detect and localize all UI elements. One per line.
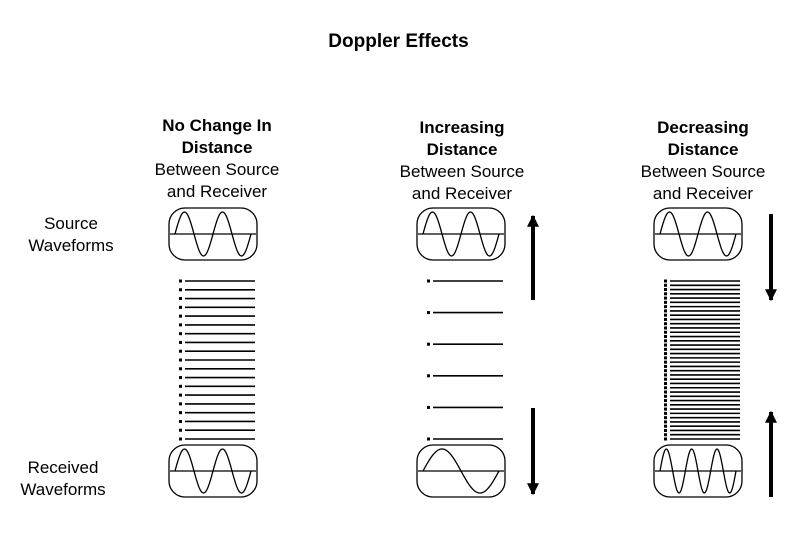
wavefront-wavefront-dot bbox=[664, 317, 667, 321]
wavefront-wavefront-dot bbox=[664, 360, 667, 364]
wavefront-wavefront-dot bbox=[179, 288, 182, 292]
wavefront-wavefront-dot bbox=[664, 420, 667, 424]
received-waveform-sine bbox=[422, 448, 500, 494]
wavefront-wavefront-dot bbox=[664, 322, 667, 326]
wavefront-wavefront-dot bbox=[664, 424, 667, 428]
wavefront-wavefront-dot bbox=[664, 416, 667, 420]
source-waveform-sine bbox=[422, 211, 500, 257]
heading-line: No Change In bbox=[162, 116, 272, 135]
heading-line: and Receiver bbox=[166, 182, 268, 201]
wavefront-wavefront-dot bbox=[664, 399, 667, 403]
heading-line: Between Source bbox=[399, 162, 525, 181]
received-waveform-frame bbox=[416, 444, 506, 498]
wavefront-wavefront-dot bbox=[179, 393, 182, 397]
wavefront-wavefront-dot bbox=[664, 437, 667, 441]
wavefront-wavefront-dot bbox=[179, 332, 182, 336]
received-waveform-sine bbox=[659, 448, 737, 494]
heading-line: Distance bbox=[426, 140, 498, 159]
received-waveform-frame bbox=[653, 444, 743, 498]
wavefront-wavefront-dot bbox=[179, 367, 182, 371]
wavefront-wavefront-dot bbox=[427, 405, 430, 409]
received-waveform-frame bbox=[168, 444, 258, 498]
wavefront-wavefront-dot bbox=[427, 279, 430, 283]
heading-line: Between Source bbox=[640, 162, 766, 181]
wavefront-wavefront-dot bbox=[664, 326, 667, 330]
wavefront-wavefront-dot bbox=[664, 292, 667, 296]
wavefront-wavefront-dot bbox=[664, 403, 667, 407]
wavefront-wavefront-dot bbox=[427, 437, 430, 441]
wavefront-wavefront-dot bbox=[427, 342, 430, 346]
column-heading-increasing: Increasing Distance Between Source and R… bbox=[372, 117, 552, 205]
wavefront-wavefront-dot bbox=[427, 311, 430, 315]
wavefront-wavefront-dot bbox=[664, 394, 667, 398]
row-label-line: Waveforms bbox=[20, 480, 106, 499]
wavefront-wavefront-dot bbox=[664, 305, 667, 309]
source-waveform-sine bbox=[659, 211, 737, 257]
wavefront-wavefront-dot bbox=[179, 314, 182, 318]
wavefront-wavefront-dot bbox=[664, 356, 667, 360]
wavefront-wavefront-dot bbox=[179, 279, 182, 283]
wavefront-wavefront-dot bbox=[427, 374, 430, 378]
wavefront-wavefront-dot bbox=[179, 419, 182, 423]
row-label-line: Waveforms bbox=[28, 236, 114, 255]
wavefront-wavefront-dot bbox=[179, 411, 182, 415]
wavefront-wavefront-dot bbox=[664, 369, 667, 373]
wavefront-wavefront-dot bbox=[664, 335, 667, 339]
source-waveform-frame bbox=[416, 207, 506, 261]
wavefront-wavefront-dot bbox=[179, 349, 182, 353]
column-heading-no-change: No Change In Distance Between Source and… bbox=[127, 115, 307, 203]
wavefront-wavefront-dot bbox=[664, 283, 667, 287]
wavefront-wavefront-dot bbox=[664, 339, 667, 343]
wavefront-wavefront-dot bbox=[179, 384, 182, 388]
wavefront-wavefront-dot bbox=[664, 386, 667, 390]
wavefront-wavefront-dot bbox=[664, 407, 667, 411]
wavefront-wavefront-dot bbox=[664, 364, 667, 368]
wavefront-wavefront-dot bbox=[664, 313, 667, 317]
heading-line: Increasing bbox=[419, 118, 505, 137]
source-waveform-sine bbox=[174, 211, 252, 257]
wavefront-wavefront-dot bbox=[664, 288, 667, 292]
wavefront-wavefront-dot bbox=[664, 373, 667, 377]
heading-line: Distance bbox=[667, 140, 739, 159]
wavefront-wavefront-dot bbox=[664, 330, 667, 334]
wavefront-wavefront-dot bbox=[179, 402, 182, 406]
heading-line: and Receiver bbox=[652, 184, 754, 203]
diagram-title: Doppler Effects bbox=[328, 31, 469, 52]
received-waveform-sine bbox=[174, 448, 252, 494]
column-heading-decreasing: Decreasing Distance Between Source and R… bbox=[613, 117, 793, 205]
wavefront-wavefront-dot bbox=[664, 411, 667, 415]
wavefront-wavefront-dot bbox=[664, 300, 667, 304]
wavefront-wavefront-dot bbox=[179, 323, 182, 327]
heading-line: Distance bbox=[181, 138, 253, 157]
wavefront-wavefront-dot bbox=[179, 340, 182, 344]
wavefront-wavefront-dot bbox=[179, 358, 182, 362]
heading-line: and Receiver bbox=[411, 184, 513, 203]
wavefront-wavefront-dot bbox=[179, 297, 182, 301]
wavefront-wavefront-dot bbox=[664, 390, 667, 394]
heading-line: Between Source bbox=[154, 160, 280, 179]
wavefront-wavefront-dot bbox=[664, 296, 667, 300]
heading-line: Decreasing bbox=[657, 118, 749, 137]
row-label-source: Source Waveforms bbox=[11, 213, 131, 257]
source-waveform-frame bbox=[653, 207, 743, 261]
wavefront-wavefront-dot bbox=[664, 309, 667, 313]
row-label-received: Received Waveforms bbox=[3, 457, 123, 501]
wavefront-wavefront-dot bbox=[664, 343, 667, 347]
wavefront-wavefront-dot bbox=[179, 428, 182, 432]
row-label-line: Source bbox=[44, 214, 98, 233]
wavefront-wavefront-dot bbox=[179, 305, 182, 309]
wavefront-wavefront-dot bbox=[664, 381, 667, 385]
row-label-line: Received bbox=[27, 458, 99, 477]
wavefront-wavefront-dot bbox=[664, 377, 667, 381]
wavefront-wavefront-dot bbox=[664, 428, 667, 432]
wavefront-wavefront-dot bbox=[664, 352, 667, 356]
wavefront-wavefront-dot bbox=[179, 376, 182, 380]
source-waveform-frame bbox=[168, 207, 258, 261]
wavefront-wavefront-dot bbox=[664, 347, 667, 351]
wavefront-wavefront-dot bbox=[664, 279, 667, 283]
wavefront-wavefront-dot bbox=[664, 433, 667, 437]
wavefront-wavefront-dot bbox=[179, 437, 182, 441]
